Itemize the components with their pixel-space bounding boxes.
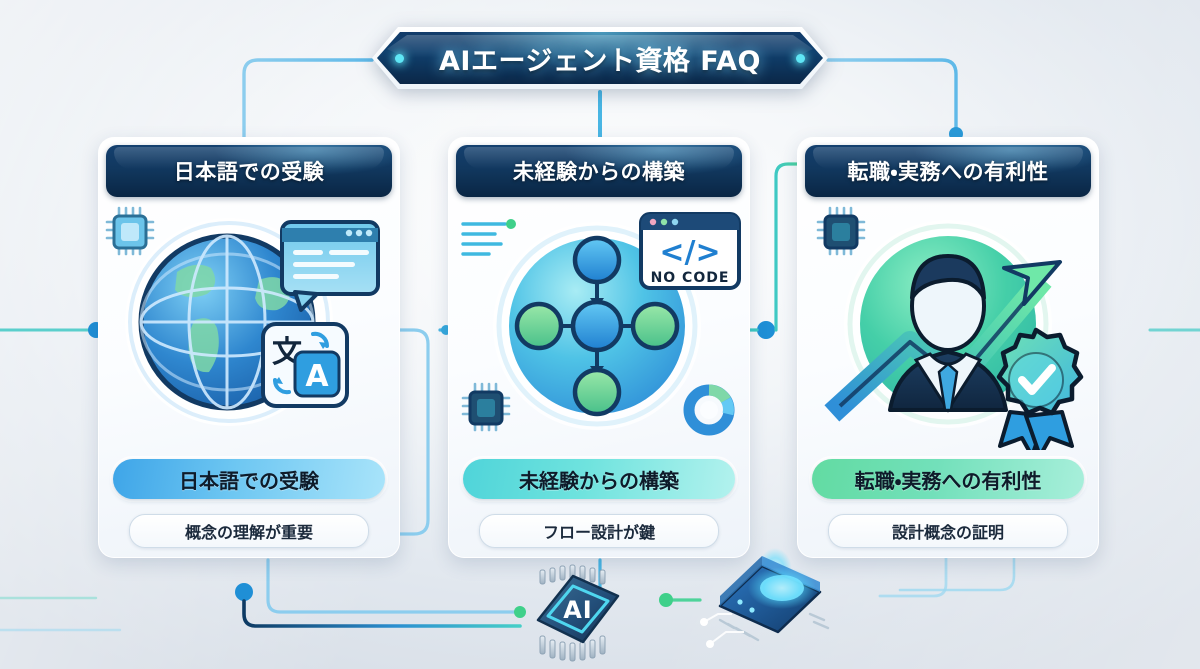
card-caption: 概念の理解が重要 [129,514,369,548]
card-pill-badge: 未経験からの構築 [463,459,735,499]
card-career-advantage[interactable]: 転職・実務への有利性 [797,137,1099,558]
flow-node-top [572,235,622,285]
svg-text:</>: </> [659,235,720,270]
glowing-processor-icon [700,548,830,669]
card-header: 転職・実務への有利性 [805,145,1091,197]
card-header-label: 転職・実務への有利性 [847,160,1049,184]
flow-node-center [570,299,624,353]
card-header: 未経験からの構築 [456,145,742,197]
cpu-chip-icon [816,206,866,256]
card-header-label: 日本語での受験 [173,160,325,184]
flow-node-left [514,301,564,351]
title-banner-body: AIエージェント資格 FAQ [377,32,823,84]
svg-text:A: A [305,359,329,394]
check-icon [1018,364,1056,395]
ai-chip-label: AI [563,596,593,624]
flow-node-bottom [572,367,622,417]
donut-chart-icon [683,384,735,436]
card-illustration: 文 A [99,200,399,450]
card-header: 日本語での受験 [106,145,392,197]
translate-icon: 文 A [261,322,349,408]
card-illustration [798,200,1098,458]
card-pill-badge: 転職・実務への有利性 [812,459,1084,499]
svg-text:NO CODE: NO CODE [651,270,730,286]
businessman-icon [888,254,1008,413]
ai-chip-icon: AI [524,560,632,666]
card-caption: フロー設計が鍵 [479,514,719,548]
flow-node-right [630,301,680,351]
card-pill-label: 転職・実務への有利性 [854,468,1042,493]
card-build-from-scratch[interactable]: 未経験からの構築 [448,137,750,558]
no-code-window-icon: </> NO CODE [639,212,741,290]
list-lines-icon [461,222,507,256]
card-header-label: 未経験からの構築 [513,160,685,184]
card-caption-label: 概念の理解が重要 [184,523,313,542]
card-illustration: </> NO CODE [449,200,749,450]
card-pill-badge: 日本語での受験 [113,459,385,499]
certificate-badge-icon [996,327,1084,458]
cpu-chip-icon [105,206,155,256]
cpu-chip-icon [461,382,511,432]
card-caption: 設計概念の証明 [828,514,1068,548]
card-caption-label: 設計概念の証明 [891,523,1004,542]
card-pill-label: 未経験からの構築 [519,468,679,493]
title-node-right-icon [796,54,805,63]
title-node-left-icon [395,54,404,63]
page-title: AIエージェント資格 FAQ [439,45,761,77]
chat-window-icon [280,220,380,312]
card-caption-label: フロー設計が鍵 [542,523,655,542]
title-banner: AIエージェント資格 FAQ [372,27,828,89]
card-pill-label: 日本語での受験 [179,468,319,493]
card-japanese-exam[interactable]: 日本語での受験 [98,137,400,558]
